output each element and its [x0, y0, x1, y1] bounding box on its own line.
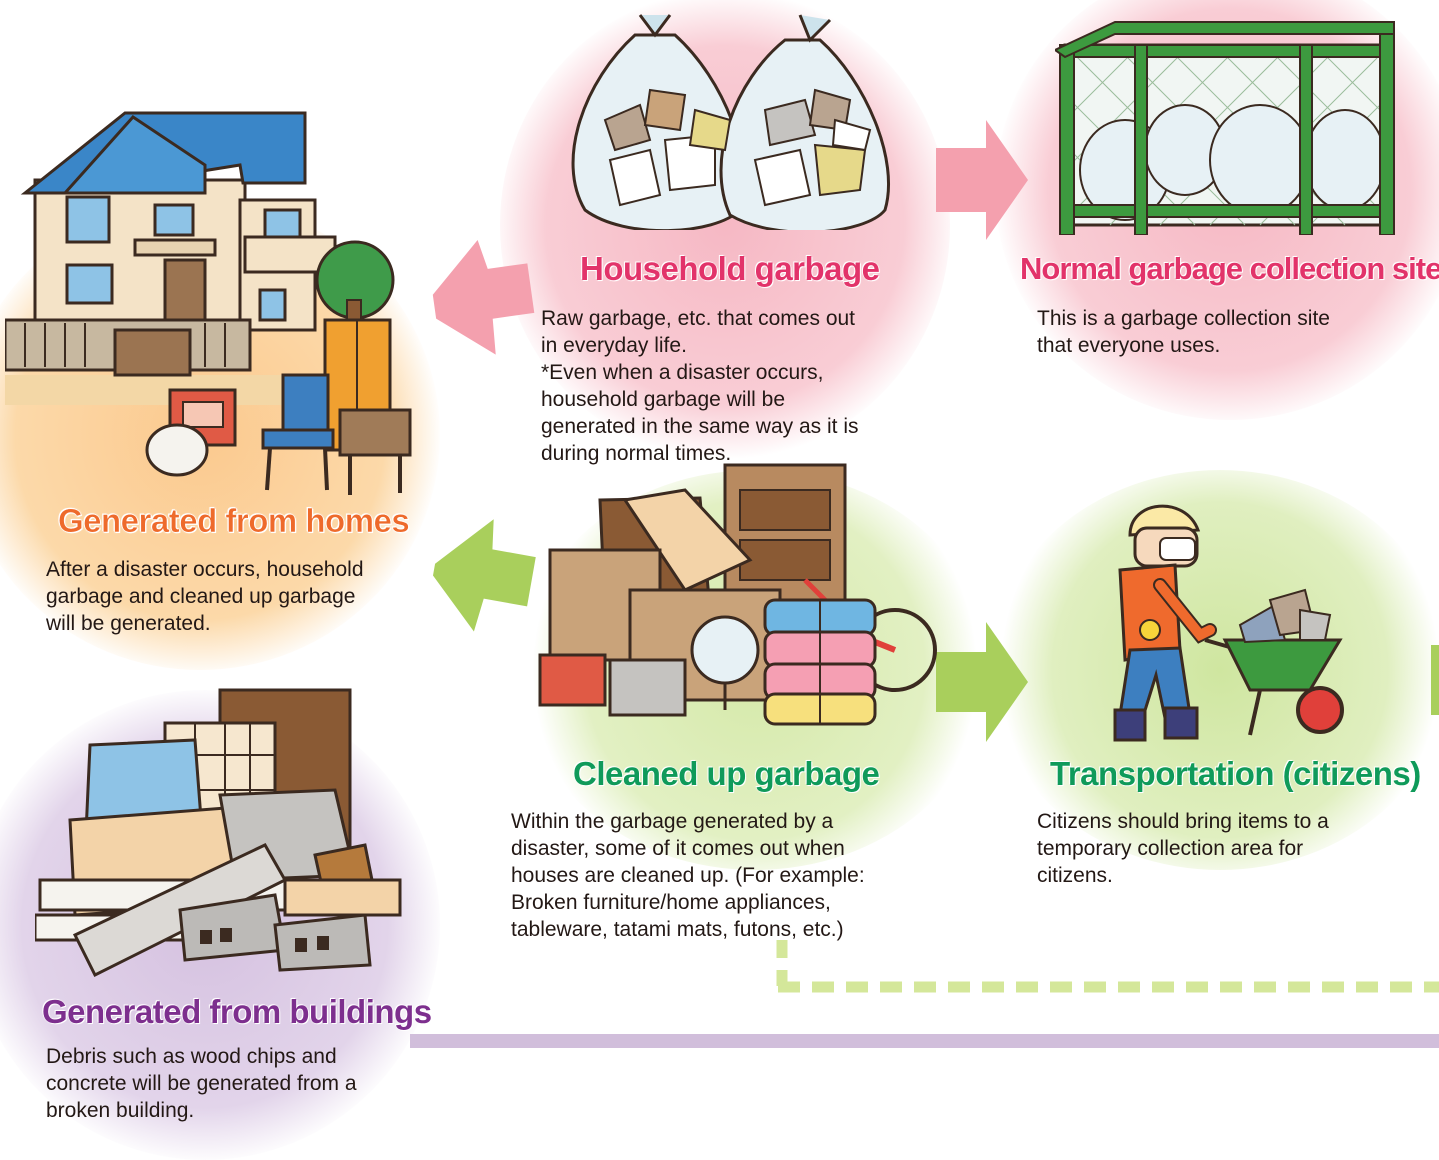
- cleaned-garbage-illustration: [538, 463, 937, 726]
- arrow-household-to-site: [936, 120, 1028, 240]
- normal-site-description: This is a garbage collection site that e…: [1037, 305, 1330, 359]
- buildings-description: Debris such as wood chips and concrete w…: [46, 1043, 357, 1124]
- buildings-line-1: Debris such as wood chips and: [46, 1045, 337, 1068]
- buildings-line-2: concrete will be generated from a: [46, 1072, 357, 1095]
- damaged-house-illustration: [5, 111, 412, 495]
- household-glow: [500, 0, 950, 460]
- purple-band: [410, 1034, 1439, 1048]
- normal-site-title: Normal garbage collection site: [1020, 251, 1439, 286]
- buildings-line-3: broken building.: [46, 1099, 195, 1122]
- arrow-cleaned-to-transport: [936, 622, 1028, 742]
- transport-line-3: citizens.: [1037, 864, 1113, 887]
- cleaned-line-5: tableware, tatami mats, futons, etc.): [511, 918, 844, 941]
- transport-line-1: Citizens should bring items to a: [1037, 810, 1329, 833]
- homes-description: After a disaster occurs, household garba…: [46, 556, 364, 637]
- cleaned-line-4: Broken furniture/home appliances,: [511, 891, 831, 914]
- dashed-connector: [776, 940, 1439, 993]
- homes-line-1: After a disaster occurs, household: [46, 558, 364, 581]
- homes-line-2: garbage and cleaned up garbage: [46, 585, 356, 608]
- cleaned-line-3: houses are cleaned up. (For example:: [511, 864, 865, 887]
- household-title: Household garbage: [580, 250, 880, 287]
- transport-line-2: temporary collection area for: [1037, 837, 1304, 860]
- green-edge-mark: [1431, 645, 1439, 715]
- household-line-6: during normal times.: [541, 442, 732, 465]
- homes-line-3: will be generated.: [46, 612, 211, 635]
- cleaned-title: Cleaned up garbage: [573, 755, 880, 792]
- household-line-4: household garbage will be: [541, 388, 786, 411]
- transport-glow: [990, 470, 1439, 870]
- building-debris-illustration: [35, 688, 402, 978]
- cleaned-line-2: disaster, some of it comes out when: [511, 837, 845, 860]
- household-line-2: in everyday life.: [541, 334, 687, 357]
- household-line-1: Raw garbage, etc. that comes out: [541, 307, 856, 330]
- citizen-wheelbarrow-illustration: [1113, 504, 1344, 742]
- cleaned-line-1: Within the garbage generated by a: [511, 810, 834, 833]
- garbage-bags-illustration: [571, 14, 890, 230]
- collection-site-cage-illustration: [1055, 21, 1395, 235]
- cleaned-description: Within the garbage generated by a disast…: [511, 808, 865, 943]
- homes-title: Generated from homes: [58, 502, 410, 540]
- normal-site-line-2: that everyone uses.: [1037, 334, 1221, 357]
- transport-title: Transportation (citizens): [1050, 755, 1421, 792]
- household-line-5: generated in the same way as it is: [541, 415, 859, 438]
- arrow-homes-to-household: [432, 240, 535, 355]
- household-description: Raw garbage, etc. that comes out in ever…: [541, 305, 859, 467]
- normal-site-line-1: This is a garbage collection site: [1037, 307, 1330, 330]
- transport-description: Citizens should bring items to a tempora…: [1037, 808, 1329, 889]
- household-line-3: *Even when a disaster occurs,: [541, 361, 824, 384]
- arrow-homes-to-cleaned: [432, 519, 536, 632]
- buildings-title: Generated from buildings: [42, 993, 432, 1030]
